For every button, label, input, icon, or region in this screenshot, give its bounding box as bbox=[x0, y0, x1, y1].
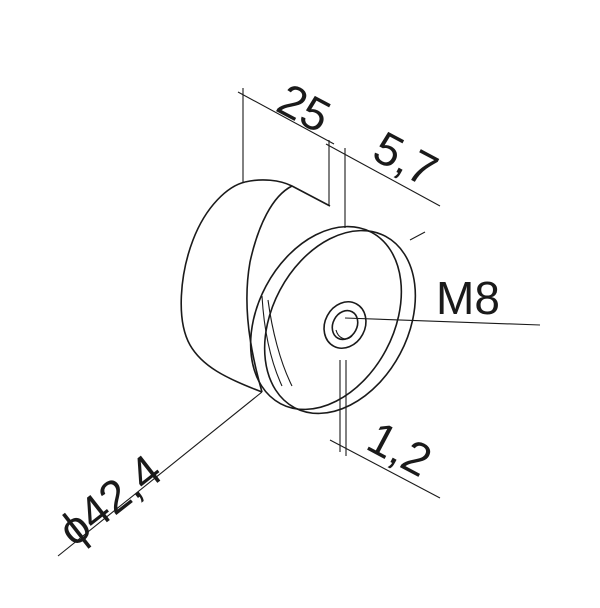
dimension-line bbox=[237, 91, 335, 145]
hole-inner bbox=[331, 309, 359, 341]
hole-outer bbox=[323, 301, 367, 349]
flange-front-ellipse bbox=[263, 229, 417, 415]
leader-line bbox=[344, 317, 541, 326]
front-flange bbox=[249, 225, 417, 415]
dimension-label: 1,2 bbox=[359, 411, 440, 487]
leader-line bbox=[57, 391, 263, 557]
cylinder-body bbox=[180, 179, 331, 393]
threaded-hole bbox=[323, 301, 367, 349]
dimension-diameter: ϕ42,4 bbox=[48, 391, 263, 557]
tick-line bbox=[409, 231, 426, 241]
body-outline bbox=[180, 181, 263, 393]
dimension-line bbox=[325, 143, 441, 207]
dimension-25: 25 bbox=[237, 73, 339, 206]
body-rear-face-edge bbox=[246, 185, 293, 393]
flange-groove bbox=[267, 299, 293, 387]
flange-groove-2 bbox=[261, 295, 283, 387]
dimension-1-2: 1,2 bbox=[329, 360, 441, 499]
body-top-edge bbox=[244, 179, 331, 207]
dimension-label: ϕ42,4 bbox=[48, 444, 171, 556]
hole-thread-arc bbox=[335, 329, 353, 340]
dimension-label: 5,7 bbox=[365, 121, 446, 197]
dimension-label: 25 bbox=[269, 73, 339, 143]
dimension-5-7: 5,7 bbox=[325, 121, 446, 228]
dimension-m8: M8 bbox=[344, 231, 541, 326]
flange-back-ellipse bbox=[249, 225, 403, 411]
dimension-line bbox=[329, 439, 441, 499]
dimension-label: M8 bbox=[436, 272, 500, 324]
